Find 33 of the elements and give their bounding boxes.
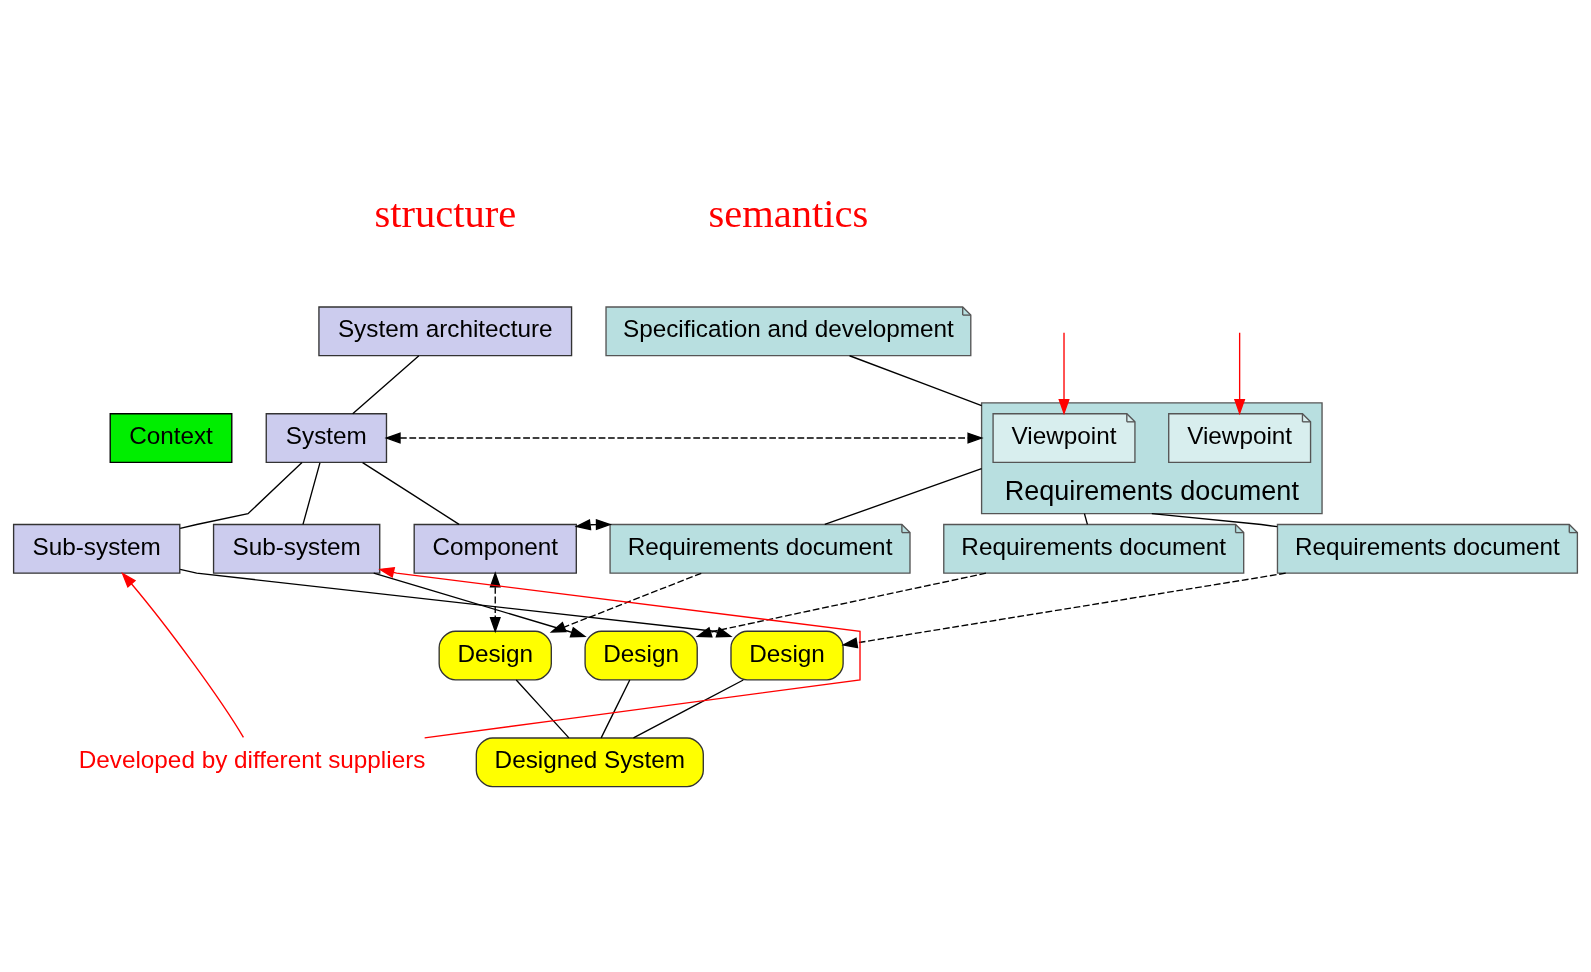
- connector: [848, 355, 983, 407]
- connector: [361, 461, 460, 525]
- arrow: [1233, 332, 1246, 416]
- node-box: Design: [730, 630, 844, 681]
- node-box: System: [265, 413, 388, 464]
- connector: [515, 679, 570, 739]
- node-box: Sub-system: [12, 523, 181, 574]
- connector: [1151, 513, 1278, 528]
- node-box: Designed System: [475, 737, 704, 788]
- arrow: [574, 518, 613, 531]
- arrow: [121, 572, 245, 739]
- connector: [1083, 513, 1089, 526]
- connector: [302, 462, 321, 526]
- node-box: System architecture: [318, 306, 573, 357]
- arrow: [841, 572, 1287, 649]
- label: structure: [374, 191, 517, 237]
- node-box: Design: [438, 630, 552, 681]
- connector: [632, 679, 744, 739]
- connector: [600, 679, 631, 739]
- node-box: Component: [413, 523, 577, 574]
- node-text: Developed by different suppliers: [78, 746, 426, 774]
- node-box: Design: [584, 630, 698, 681]
- arrow: [378, 567, 861, 739]
- connector: [824, 468, 983, 526]
- label: semantics: [708, 191, 869, 237]
- arrow: [695, 572, 987, 638]
- arrow: [549, 572, 702, 633]
- connector: [352, 355, 420, 415]
- arrow: [1058, 332, 1070, 416]
- node-box: Context: [109, 413, 233, 464]
- node-box: Sub-system: [212, 523, 381, 574]
- connector: [179, 461, 303, 529]
- arrow: [384, 432, 984, 444]
